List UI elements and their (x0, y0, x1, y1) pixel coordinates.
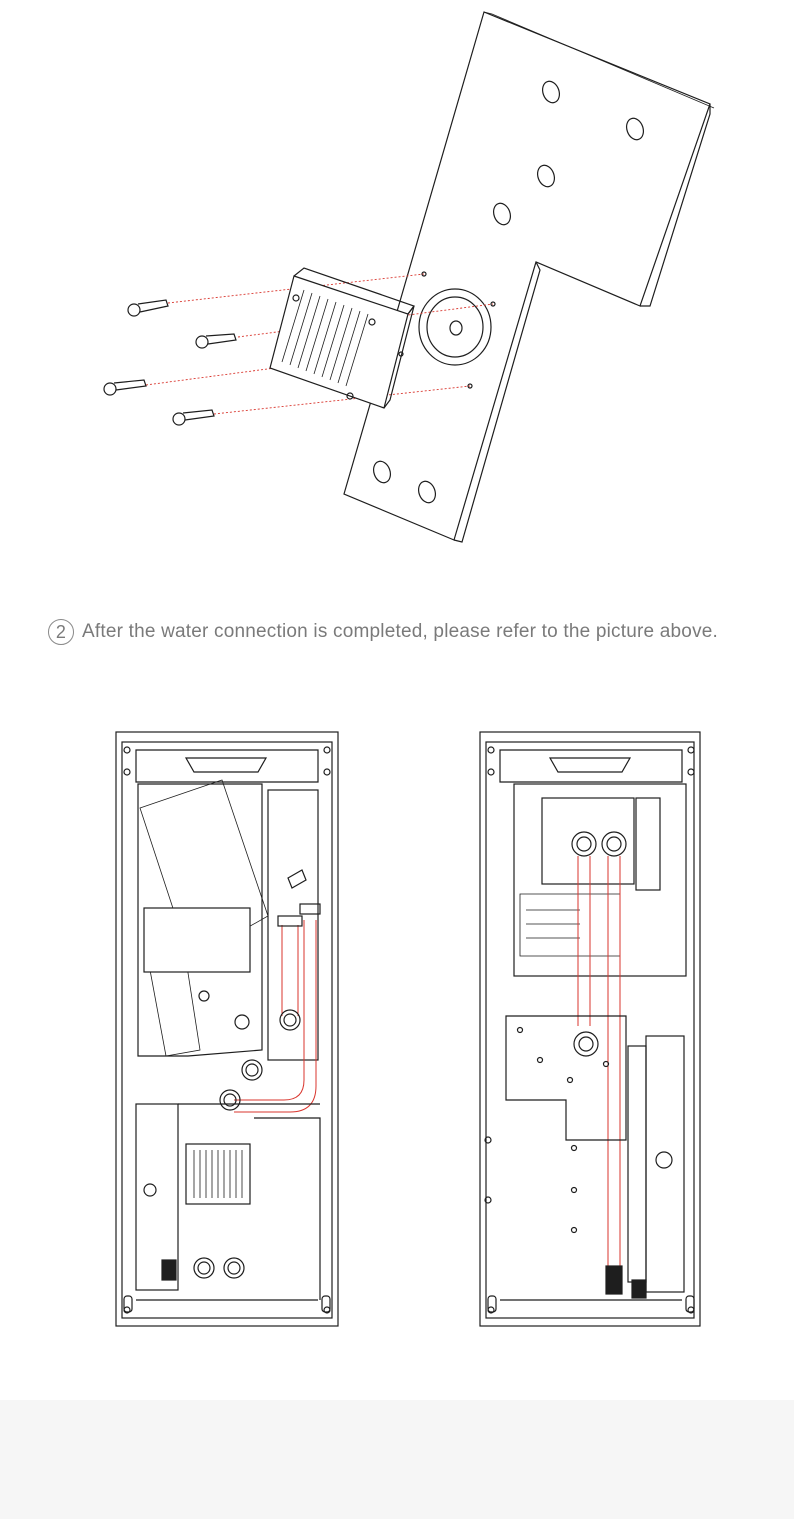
screw-4 (172, 409, 215, 426)
exploded-mounting-diagram (0, 0, 794, 580)
mounting-bracket-plate (343, 11, 715, 543)
step-instruction-text: After the water connection is completed,… (82, 621, 719, 642)
left-case-view (115, 731, 339, 1327)
case-views-diagram (0, 720, 794, 1340)
step-instruction: 2 After the water connection is complete… (48, 616, 718, 648)
pump-heatsink-block (269, 267, 415, 409)
screw-3 (103, 379, 147, 396)
screw-2 (195, 333, 237, 349)
step-number-circle: 2 (48, 619, 74, 645)
footer-band (0, 1400, 794, 1519)
right-case-view (479, 731, 701, 1327)
screw-1 (127, 299, 169, 317)
